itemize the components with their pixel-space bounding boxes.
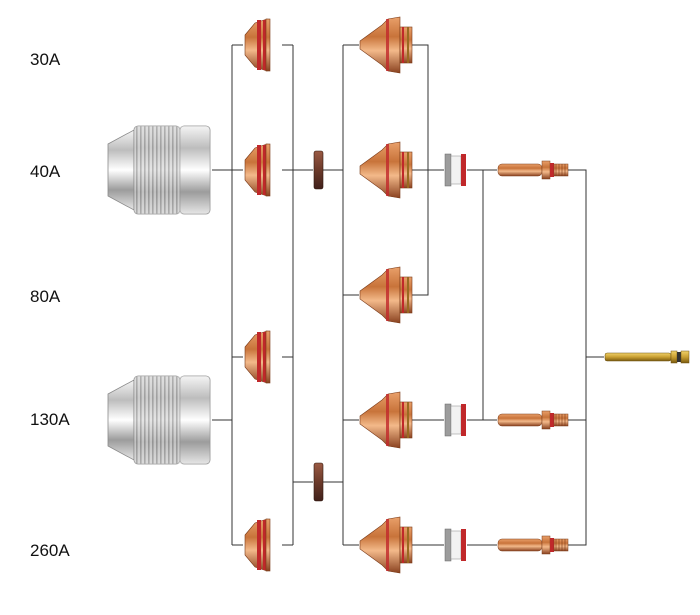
retaining-ring-1 xyxy=(313,150,324,190)
nozzles xyxy=(359,16,413,574)
shields xyxy=(244,18,271,572)
label-130a: 130A xyxy=(30,410,70,429)
retaining-cap-40a xyxy=(107,125,211,215)
swirl-ring-1 xyxy=(444,153,467,187)
nozzle-260a xyxy=(359,516,413,574)
retaining-rings xyxy=(313,150,324,502)
swirl-ring-2 xyxy=(444,403,467,437)
shield-80a-130a xyxy=(244,330,271,384)
label-260a: 260A xyxy=(30,541,70,560)
swirl-rings xyxy=(444,153,467,562)
retaining-cap-130a xyxy=(107,375,211,465)
label-40a: 40A xyxy=(30,162,61,181)
electrodes xyxy=(497,160,569,555)
swirl-ring-3 xyxy=(444,528,467,562)
connector-lines xyxy=(212,44,604,546)
nozzle-30a xyxy=(359,16,413,74)
retaining-caps xyxy=(107,125,211,465)
nozzle-130a xyxy=(359,391,413,449)
electrode-3 xyxy=(497,535,569,555)
shield-40a xyxy=(244,143,271,197)
label-30a: 30A xyxy=(30,50,61,69)
label-80a: 80A xyxy=(30,287,61,306)
water-tube xyxy=(604,350,690,364)
shield-260a xyxy=(244,518,271,572)
electrode-1 xyxy=(497,160,569,180)
electrode-2 xyxy=(497,410,569,430)
shield-30a xyxy=(244,18,271,72)
nozzle-80a xyxy=(359,266,413,324)
retaining-ring-2 xyxy=(313,462,324,502)
nozzle-40a xyxy=(359,141,413,199)
